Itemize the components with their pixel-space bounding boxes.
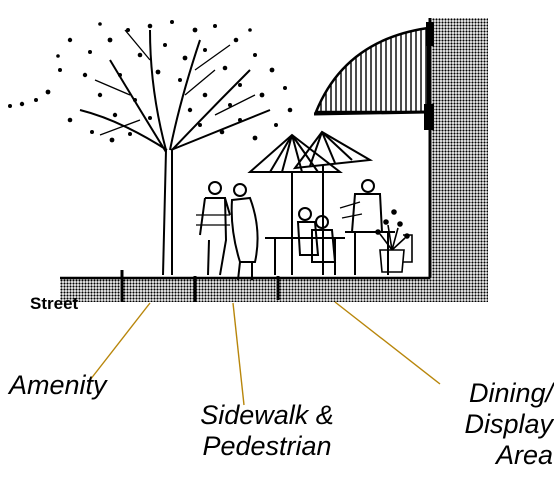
- sidewalk-label-line2: Pedestrian: [202, 431, 332, 461]
- sidewalk-label-line1: Sidewalk &: [200, 400, 334, 430]
- dining-label-line3: Area: [495, 440, 553, 470]
- awning-icon: [313, 26, 430, 116]
- umbrella-tables-icon: [247, 130, 395, 275]
- tree-icon: [8, 20, 293, 276]
- dining-leader-line: [334, 301, 441, 385]
- sidewalk-pedestrian-label: Sidewalk & Pedestrian: [172, 400, 362, 462]
- leader-lines: [89, 301, 441, 406]
- street-label: Street: [30, 294, 79, 313]
- dining-label-line1: Dining/: [468, 378, 553, 408]
- sidewalk-ground: [60, 270, 488, 302]
- building-wall-icon: [424, 18, 488, 298]
- amenity-leader-line: [89, 302, 151, 381]
- dining-display-area-label: Dining/ Display Area: [425, 378, 553, 471]
- planter-icon: [375, 209, 413, 273]
- amenity-label-text: Amenity: [9, 370, 107, 400]
- dining-label-line2: Display: [464, 409, 553, 439]
- pedestrian-figures-icon: [196, 181, 259, 281]
- sidewalk-leader-line: [232, 302, 245, 406]
- amenity-label: Amenity: [9, 370, 149, 401]
